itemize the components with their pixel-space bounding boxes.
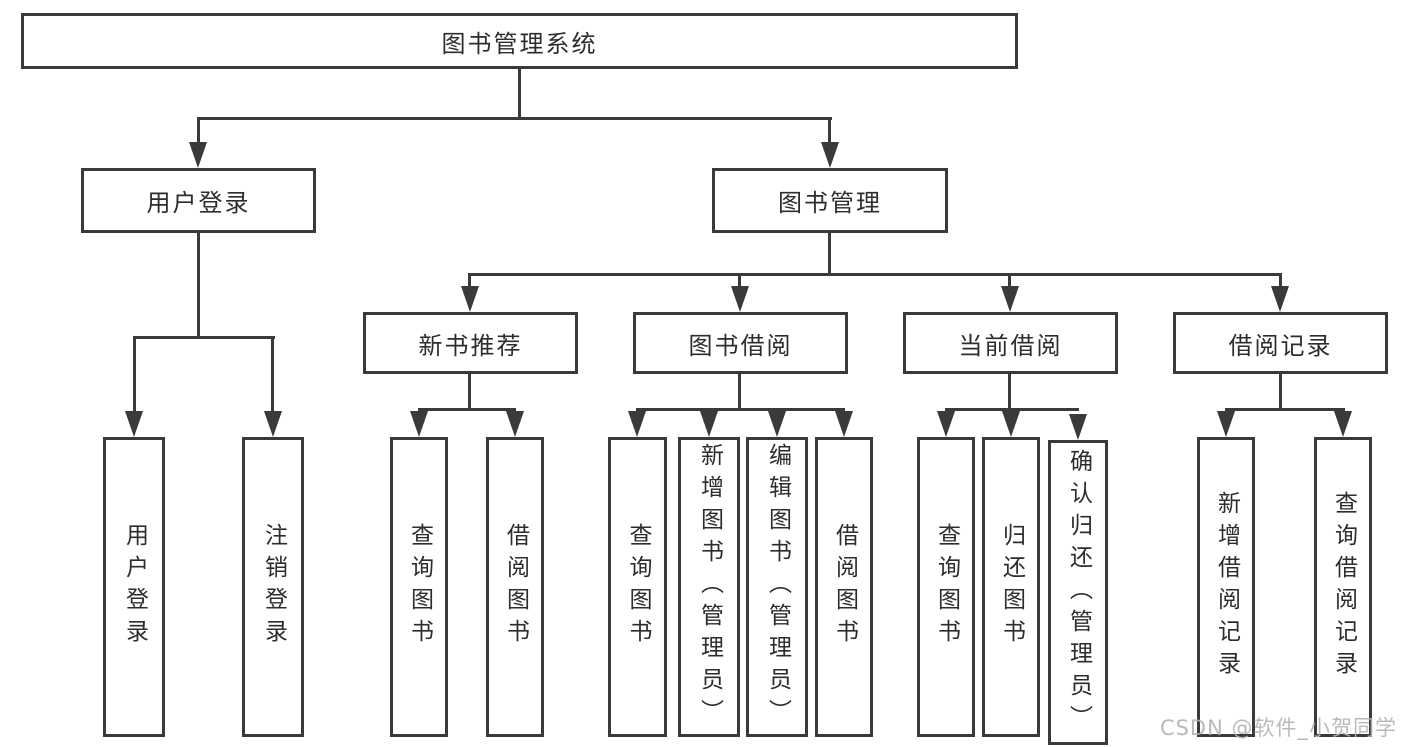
node-label: 新增图书（管理员） [696, 443, 723, 731]
connector-line [1008, 374, 1011, 411]
connector-line [468, 273, 471, 289]
connector-line [1279, 273, 1282, 289]
leaf-recommend-borrow-books: 借阅图书 [486, 437, 544, 737]
leaf-borrow-books: 借阅图书 [815, 437, 873, 737]
leaf-current-query-books: 查询图书 [917, 437, 975, 737]
connector-line [945, 408, 1079, 411]
connector-line [197, 117, 200, 146]
connector-line [518, 66, 521, 120]
node-label: 用户登录 [146, 189, 251, 217]
node-user-login: 用户登录 [81, 168, 316, 233]
leaf-edit-books-admin: 编辑图书（管理员） [746, 437, 808, 737]
connector-line [418, 408, 516, 411]
node-label: 归还图书 [998, 523, 1025, 651]
node-root-library-system: 图书管理系统 [21, 13, 1018, 69]
connector-line [271, 336, 274, 413]
node-label: 借阅图书 [831, 523, 858, 651]
node-book-borrow: 图书借阅 [633, 312, 848, 374]
arrowhead-down [506, 411, 524, 437]
connector-line [468, 273, 1282, 276]
node-borrow-records: 借阅记录 [1173, 312, 1388, 374]
connector-line [636, 408, 845, 411]
arrowhead-down [1217, 411, 1235, 437]
node-label: 注销登录 [260, 523, 287, 651]
leaf-confirm-return-admin: 确认归还（管理员） [1048, 440, 1108, 745]
arrowhead-down [125, 411, 143, 437]
arrowhead-down [189, 142, 207, 168]
node-current-borrow: 当前借阅 [903, 312, 1118, 374]
node-label: 图书管理系统 [441, 29, 598, 58]
node-label: 借阅记录 [1228, 331, 1333, 360]
leaf-add-books-admin: 新增图书（管理员） [678, 437, 740, 737]
node-label: 新增借阅记录 [1213, 491, 1240, 683]
leaf-logout: 注销登录 [242, 437, 304, 737]
leaf-query-borrow-record: 查询借阅记录 [1314, 437, 1372, 737]
arrowhead-down [1271, 286, 1289, 312]
connector-line [738, 273, 741, 289]
arrowhead-down [1334, 411, 1352, 437]
arrowhead-down [1001, 286, 1019, 312]
node-label: 图书管理 [778, 189, 882, 217]
node-label: 图书借阅 [688, 331, 793, 360]
node-label: 用户登录 [121, 523, 148, 651]
node-label: 编辑图书（管理员） [764, 443, 791, 731]
connector-line [1008, 273, 1011, 289]
connector-line [133, 336, 136, 413]
arrowhead-down [1002, 411, 1020, 437]
leaf-add-borrow-record: 新增借阅记录 [1197, 437, 1255, 737]
connector-line [1279, 374, 1282, 411]
arrowhead-down [835, 411, 853, 437]
arrowhead-down [410, 411, 428, 437]
node-label: 借阅图书 [502, 523, 529, 651]
leaf-recommend-query-books: 查询图书 [390, 437, 448, 737]
leaf-return-books: 归还图书 [982, 437, 1040, 737]
node-label: 查询图书 [625, 523, 651, 651]
arrowhead-down [768, 411, 786, 437]
node-label: 查询图书 [933, 523, 960, 651]
node-label: 当前借阅 [958, 331, 1063, 360]
arrowhead-down [1069, 414, 1087, 440]
node-label: 查询借阅记录 [1330, 491, 1357, 683]
connector-line [197, 233, 200, 339]
arrowhead-down [821, 142, 839, 168]
leaf-user-login: 用户登录 [103, 437, 165, 737]
arrowhead-down [264, 411, 282, 437]
csdn-watermark: CSDN @软件_小贺同学 [1159, 716, 1397, 740]
arrowhead-down [628, 411, 646, 437]
arrowhead-down [700, 411, 718, 437]
arrowhead-down [731, 286, 749, 312]
arrowhead-down [461, 286, 479, 312]
connector-line [828, 117, 831, 146]
leaf-borrow-query-books: 查询图书 [608, 437, 667, 737]
node-label: 确认归还（管理员） [1065, 448, 1092, 737]
connector-line [1225, 408, 1345, 411]
connector-line [828, 233, 831, 276]
connector-line [738, 374, 741, 411]
connector-line [468, 374, 471, 411]
connector-line [197, 117, 832, 120]
node-label: 新书推荐 [418, 331, 523, 360]
node-new-book-recommend: 新书推荐 [363, 312, 578, 374]
node-book-management: 图书管理 [712, 168, 948, 233]
arrowhead-down [937, 411, 955, 437]
connector-line [133, 336, 275, 339]
node-label: 查询图书 [406, 523, 433, 651]
